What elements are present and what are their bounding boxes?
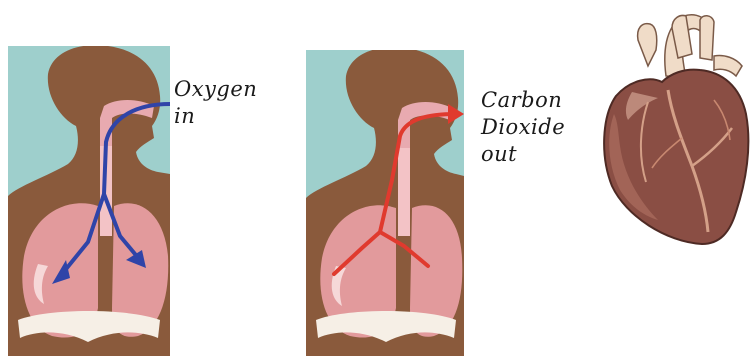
oxygen-label-line-2: in bbox=[174, 103, 257, 130]
heart-icon bbox=[596, 6, 752, 246]
co2-label-line-1: Carbon bbox=[481, 87, 565, 114]
vessel-right-branch bbox=[714, 55, 742, 76]
breathing-body-illustration bbox=[8, 46, 170, 356]
exhale-diagram bbox=[306, 50, 464, 356]
heart-diagram bbox=[596, 6, 752, 246]
carbon-dioxide-out-label: Carbon Dioxide out bbox=[481, 87, 565, 168]
oxygen-label-line-1: Oxygen bbox=[174, 76, 257, 103]
vessel-top-left bbox=[638, 24, 657, 66]
inhale-diagram bbox=[8, 46, 170, 356]
trachea bbox=[398, 148, 410, 236]
oxygen-in-label: Oxygen in bbox=[174, 76, 257, 130]
heart-body bbox=[604, 70, 748, 244]
vessel-top-right bbox=[700, 16, 714, 60]
breathing-body-illustration bbox=[306, 50, 464, 356]
co2-label-line-2: Dioxide bbox=[481, 114, 565, 141]
co2-label-line-3: out bbox=[481, 141, 565, 168]
